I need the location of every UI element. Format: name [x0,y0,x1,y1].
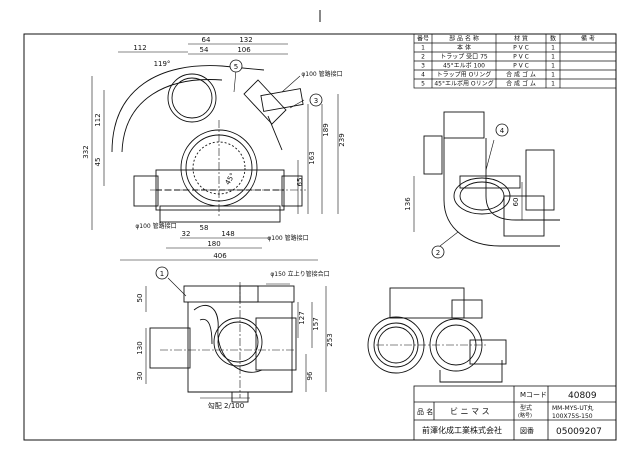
dim-pipe100-outlet: φ100 管路接口 [301,70,342,78]
parts-table-header-cell: 数 [550,35,556,43]
dim-d239: 239 [338,133,346,146]
balloon-2-label: 2 [436,249,440,257]
model-value-2: 100X75S-150 [552,413,593,420]
dim-d32: 32 [182,230,191,238]
dim-64: 64 [202,36,211,44]
dim-54: 54 [200,46,209,54]
dim-d406: 406 [213,252,227,260]
dim-106: 106 [237,46,251,54]
name-label: 品 名 [417,407,433,416]
parts-table-cell: 1 [551,72,555,79]
drawing-no-label: 図番 [520,427,534,435]
parts-table-cell: 1 [421,45,425,52]
dim-d253: 253 [326,333,334,346]
balloon-5-label: 5 [234,63,238,71]
parts-table-cell: 1 [551,81,555,88]
top-view [91,43,339,261]
parts-table-cell: P V C [513,63,529,70]
dim-d163: 163 [308,151,316,164]
parts-table-cell: P V C [513,45,529,52]
name-value: ビ ニ マ ス [450,407,490,416]
mcode-value: 40809 [568,391,597,401]
title-block [413,385,617,441]
model-label: 型式 [520,404,532,412]
drawing-no-value: 05009207 [556,427,602,437]
dim-angle-45: 45° [224,172,237,187]
parts-table-cell: 5 [421,81,425,88]
dim-d45a: 45 [94,158,102,167]
dim-pipe150-riser: φ150 立上り管接合口 [270,270,329,278]
balloon-5 [229,59,243,73]
parts-table-cell: 45°エルボ 100 [443,62,485,70]
balloon-1 [155,266,169,280]
parts-table-cell: 45°エルボ用 Oリング [434,80,493,88]
parts-table-header-cell: 番号 [417,36,429,43]
parts-table-cell: 1 [551,45,555,52]
model-label-2: (略号) [518,412,532,419]
balloon-3-label: 3 [314,97,318,105]
dim-d50: 50 [136,294,144,303]
dim-pipe100-inlet-left: φ100 管路接口 [135,222,176,230]
balloon-3 [309,93,323,107]
parts-table-text: 番号 部 品 名 称 材 質 数 備 考 1 本 体 P V C 1 2 トラップ 受口 75 P V… [417,35,595,88]
dim-d58: 58 [200,224,209,232]
parts-table-cell: 4 [421,72,425,79]
sheet-frame [23,33,617,441]
dim-d332: 332 [82,145,90,158]
dim-d30: 30 [136,372,144,381]
dim-d148: 148 [221,230,234,238]
dim-angle-119: 119° [154,60,171,68]
part-balloons [155,59,509,280]
dim-pipe100-inlet-right: φ100 管路接口 [267,234,308,242]
dim-d136: 136 [404,197,412,211]
dim-132: 132 [239,36,252,44]
parts-table-cell: P V C [513,54,529,61]
company-name: 前澤化成工業株式会社 [422,425,502,435]
dim-d157: 157 [312,317,320,330]
parts-table-cell: 合 成 ゴ ム [506,71,536,79]
dim-d60: 60 [512,198,520,207]
mcode-label: Mコード [520,391,547,399]
parts-table [413,33,617,89]
dim-slope: 勾配 2/100 [208,401,244,410]
dim-d189: 189 [322,123,330,136]
parts-table-cell: 1 [551,63,555,70]
balloon-2 [431,245,445,259]
parts-table-cell: 2 [421,54,425,61]
model-value-1: MM-MYS-UT丸 [552,404,593,412]
side-view [413,111,560,247]
parts-table-cell: 3 [421,63,425,70]
dim-d127: 127 [298,311,306,324]
dim-d96: 96 [306,371,314,380]
parts-table-cell: 本 体 [457,44,471,52]
dim-112a: 112 [133,44,146,52]
parts-table-cell: 合 成 ゴ ム [506,80,536,88]
balloon-4 [495,123,509,137]
balloon-1-label: 1 [160,270,164,278]
balloon-4-label: 4 [500,127,505,135]
parts-table-header-cell: 材 質 [514,35,528,43]
parts-table-cell: 1 [551,54,555,61]
section-view [367,287,507,383]
parts-table-cell: トラップ 受口 75 [440,53,488,61]
parts-table-header-cell: 部 品 名 称 [449,35,479,43]
dim-d180: 180 [207,240,220,248]
dim-d130: 130 [136,341,144,354]
front-view [145,277,327,403]
dim-d65: 65 [296,178,304,187]
parts-table-cell: トラップ用 Oリング [437,71,492,79]
dim-d112b: 112 [94,113,102,126]
parts-table-header-cell: 備 考 [581,35,595,43]
